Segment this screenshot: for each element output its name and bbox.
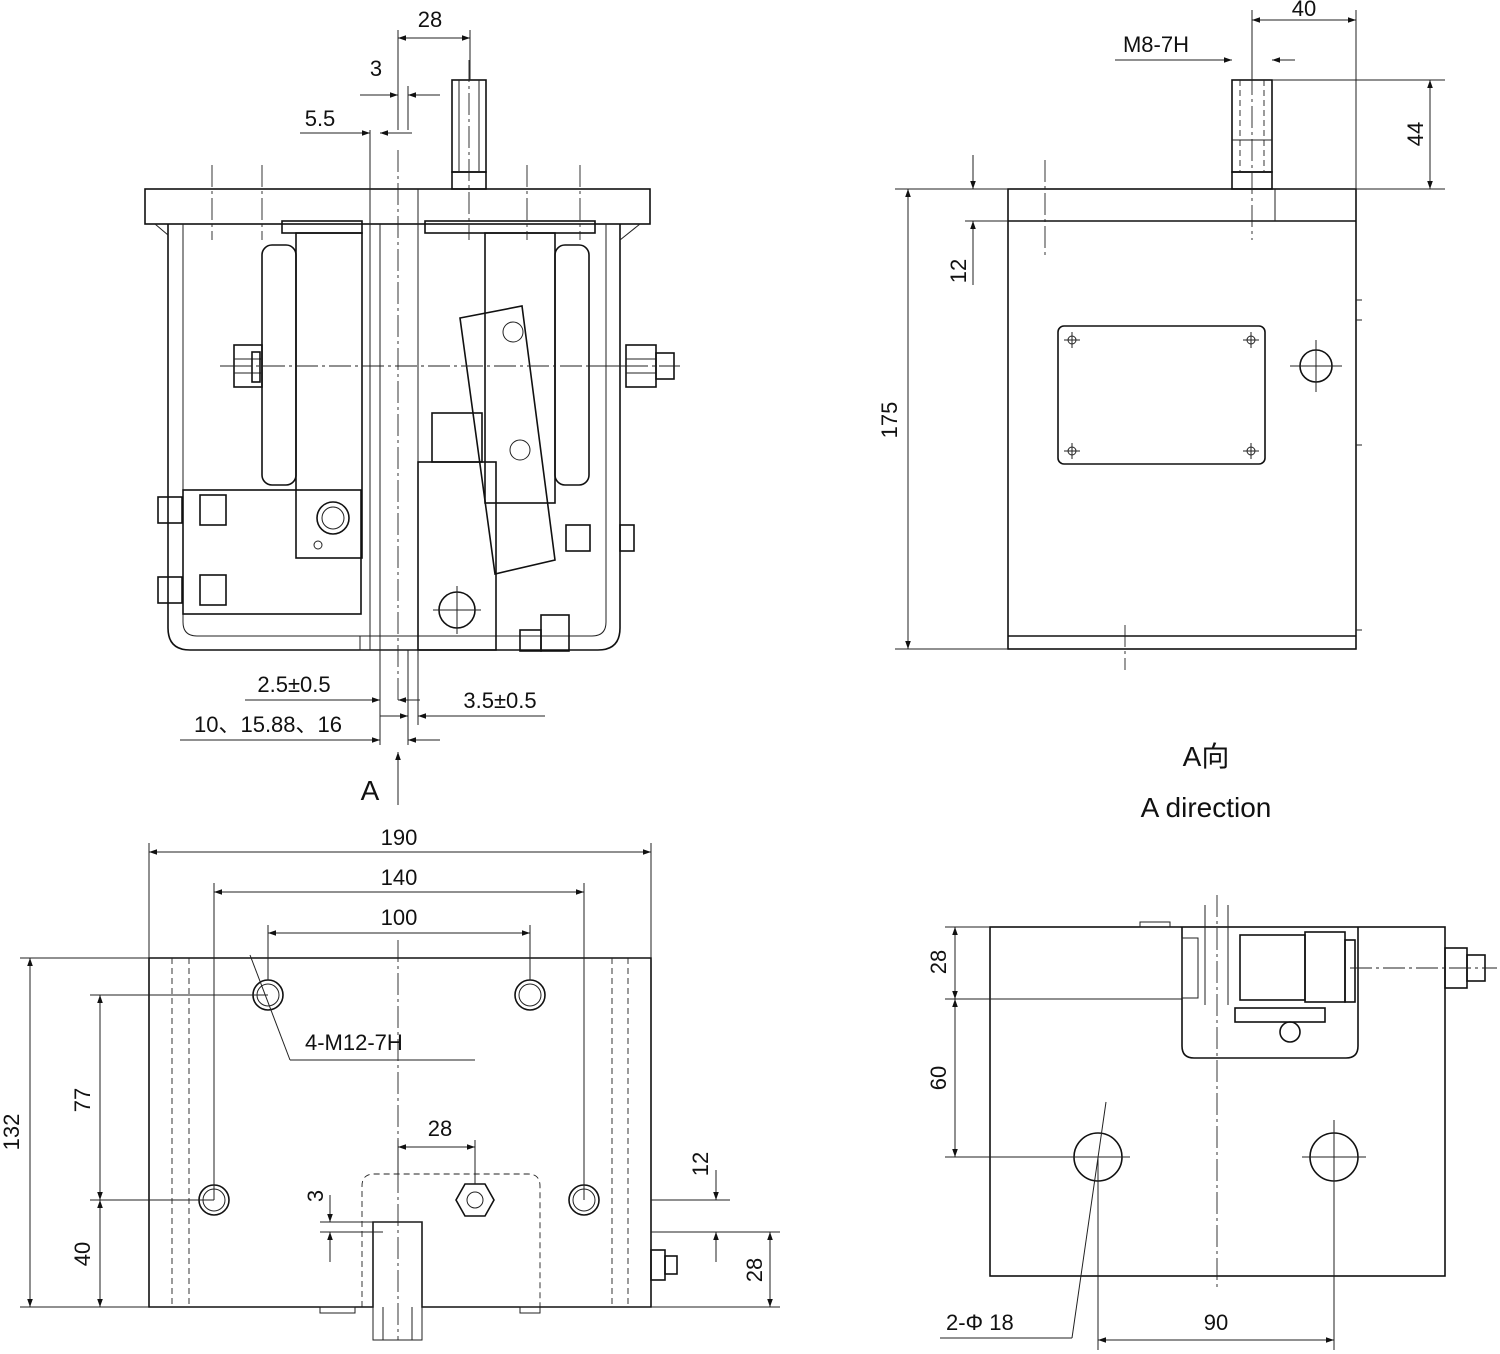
dim-44: 44: [1403, 122, 1428, 146]
dim-100: 100: [381, 905, 418, 930]
dim-holes-side: 2-Φ 18: [946, 1310, 1014, 1335]
dim-175: 175: [877, 402, 902, 439]
dim-90: 90: [1204, 1310, 1228, 1335]
dim-3: 3: [303, 1190, 328, 1202]
threaded-hole-icon: [198, 979, 600, 1216]
dim-bot-rail: 10、15.88、16: [194, 712, 342, 737]
dim-40: 40: [70, 1242, 95, 1266]
dim-holes: 4-M12-7H: [305, 1030, 403, 1055]
dim-28-side: 28: [926, 950, 951, 974]
dim-thread: M8-7H: [1123, 32, 1189, 57]
dim-40: 40: [1292, 0, 1316, 21]
dim-190: 190: [381, 825, 418, 850]
bottom-view: 190 140 100 4-M12-7H 132 77 40 28 3: [0, 825, 780, 1341]
view-arrow-label: A: [361, 775, 380, 806]
front-view: 28 3 5.5 2.5±0.5 3.5±0.5 10、15.88、16 A: [144, 7, 680, 806]
caption-cn: A向: [1183, 741, 1230, 772]
dim-bot-3-5: 3.5±0.5: [463, 688, 536, 713]
dim-12: 12: [946, 259, 971, 283]
caption-en: A direction: [1141, 792, 1272, 823]
dim-77: 77: [70, 1088, 95, 1112]
dim-60: 60: [926, 1066, 951, 1090]
dim-bot-2-5: 2.5±0.5: [257, 672, 330, 697]
dim-28a: 28: [428, 1116, 452, 1141]
dim-28b: 28: [742, 1258, 767, 1282]
dim-12-bottom: 12: [688, 1152, 713, 1176]
side-view: 28 60 90 2-Φ 18: [926, 895, 1497, 1350]
dim-top-28: 28: [418, 7, 442, 32]
dim-top-3: 3: [370, 56, 382, 81]
dim-132: 132: [0, 1114, 24, 1151]
dim-top-5-5: 5.5: [305, 106, 336, 131]
a-direction-view: 40 M8-7H 44 12 175 A向 A direction: [877, 0, 1445, 823]
dim-140: 140: [381, 865, 418, 890]
